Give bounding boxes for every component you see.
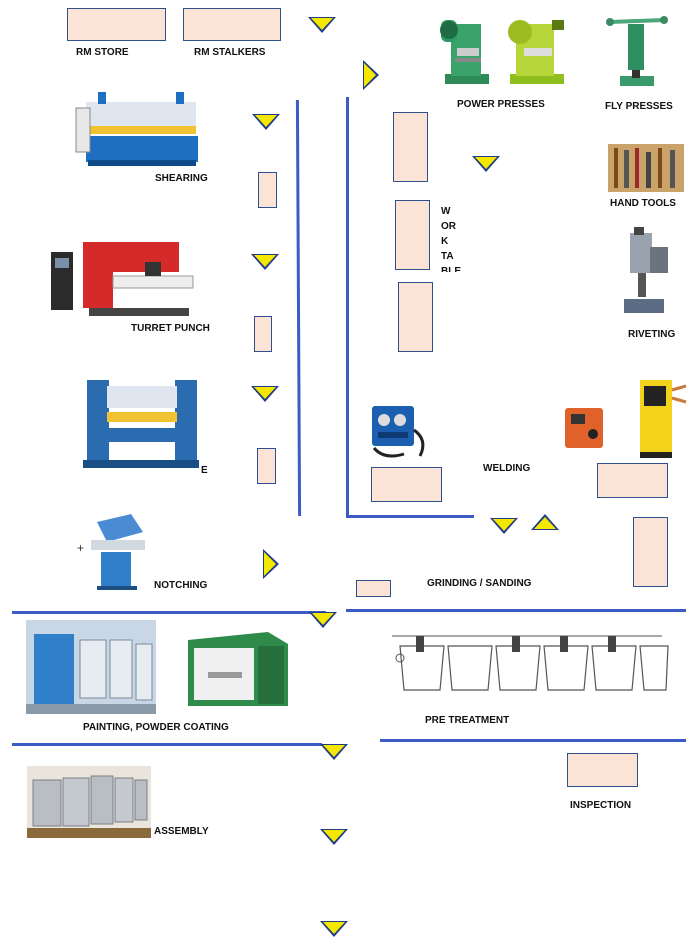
flow-arrow-down-icon	[320, 829, 348, 845]
flow-arrow-down-icon	[472, 156, 500, 172]
flow-line-divider-2-left	[12, 743, 322, 746]
work-table-box	[398, 282, 433, 352]
rm-stalkers-label: RM STALKERS	[194, 47, 266, 58]
flow-arrow-down-icon	[309, 612, 337, 628]
powder-coating-booth-icon	[188, 632, 288, 706]
flow-arrow-down-icon	[490, 518, 518, 534]
flow-arrow-down-icon	[251, 386, 279, 402]
fly-presses-label: FLY PRESSES	[605, 101, 673, 112]
grinding-sanding-label: GRINDING / SANDING	[427, 578, 532, 589]
flow-line-right-vertical	[346, 97, 349, 517]
bending-label-fragment: E	[201, 465, 208, 476]
turret-punch-machine-icon	[51, 242, 194, 316]
notching-label: NOTCHING	[154, 580, 208, 591]
grinding-work-box	[356, 580, 391, 597]
welding-work-box-left	[371, 467, 442, 502]
shearing-work-box	[258, 172, 277, 208]
hand-tools-rack-icon	[608, 144, 684, 192]
power-press-machine-icon	[440, 20, 489, 84]
inspection-label: INSPECTION	[570, 800, 632, 811]
bending-work-box	[257, 448, 276, 484]
flow-arrow-up-icon	[531, 514, 559, 530]
flow-line-divider-1-left	[12, 611, 326, 614]
flow-arrow-right-icon	[363, 60, 379, 90]
flow-arrow-down-icon	[320, 744, 348, 760]
riveting-label: RIVETING	[628, 329, 676, 340]
flow-line-divider-1-right	[346, 609, 686, 612]
fly-press-machine-icon	[606, 16, 668, 86]
turret-punch-label: TURRET PUNCH	[131, 323, 210, 334]
hand-tools-label: HAND TOOLS	[610, 198, 676, 209]
shearing-machine-icon	[75, 92, 198, 166]
assembly-label: ASSEMBLY	[154, 826, 209, 837]
mig-welder-icon	[372, 406, 425, 458]
power-presses-label: POWER PRESSES	[457, 99, 545, 110]
work-table-box	[395, 200, 430, 270]
pre-treatment-tanks-icon	[392, 635, 669, 691]
flow-arrow-right-icon	[263, 549, 279, 579]
flow-line-left-vertical	[295, 100, 302, 516]
spot-welder-icon	[640, 380, 687, 458]
welding-work-box-right	[597, 463, 668, 498]
work-table-box	[393, 112, 428, 182]
flow-arrow-down-icon	[308, 17, 336, 33]
power-press-machine-icon	[508, 20, 564, 84]
painting-powder-coating-label: PAINTING, POWDER COATING	[83, 722, 229, 733]
rm-stalkers-box	[183, 8, 281, 41]
assembly-units-icon	[27, 766, 151, 838]
notching-machine-icon: +	[77, 514, 145, 590]
grinding-work-box-tall	[633, 517, 668, 587]
arc-welder-icon	[565, 408, 603, 448]
shearing-label: SHEARING	[155, 173, 208, 184]
flow-arrow-down-icon	[251, 254, 279, 270]
pre-treatment-label: PRE TREATMENT	[425, 715, 510, 726]
rm-store-label: RM STORE	[76, 47, 129, 58]
flow-line-welding-bottom	[346, 515, 474, 518]
flow-arrow-down-icon	[320, 921, 348, 937]
flow-arrow-down-icon	[252, 114, 280, 130]
welding-label: WELDING	[483, 463, 531, 474]
work-table-label: W OR K TA BLE	[441, 206, 461, 272]
rm-store-box	[67, 8, 166, 41]
press-brake-machine-icon	[83, 380, 199, 468]
turret-punch-work-box	[254, 316, 272, 352]
flow-line-divider-2-right	[380, 739, 686, 742]
inspection-box	[567, 753, 638, 787]
svg-text:+: +	[77, 541, 84, 555]
paint-booth-icon	[26, 620, 156, 714]
riveting-machine-icon	[624, 227, 668, 313]
